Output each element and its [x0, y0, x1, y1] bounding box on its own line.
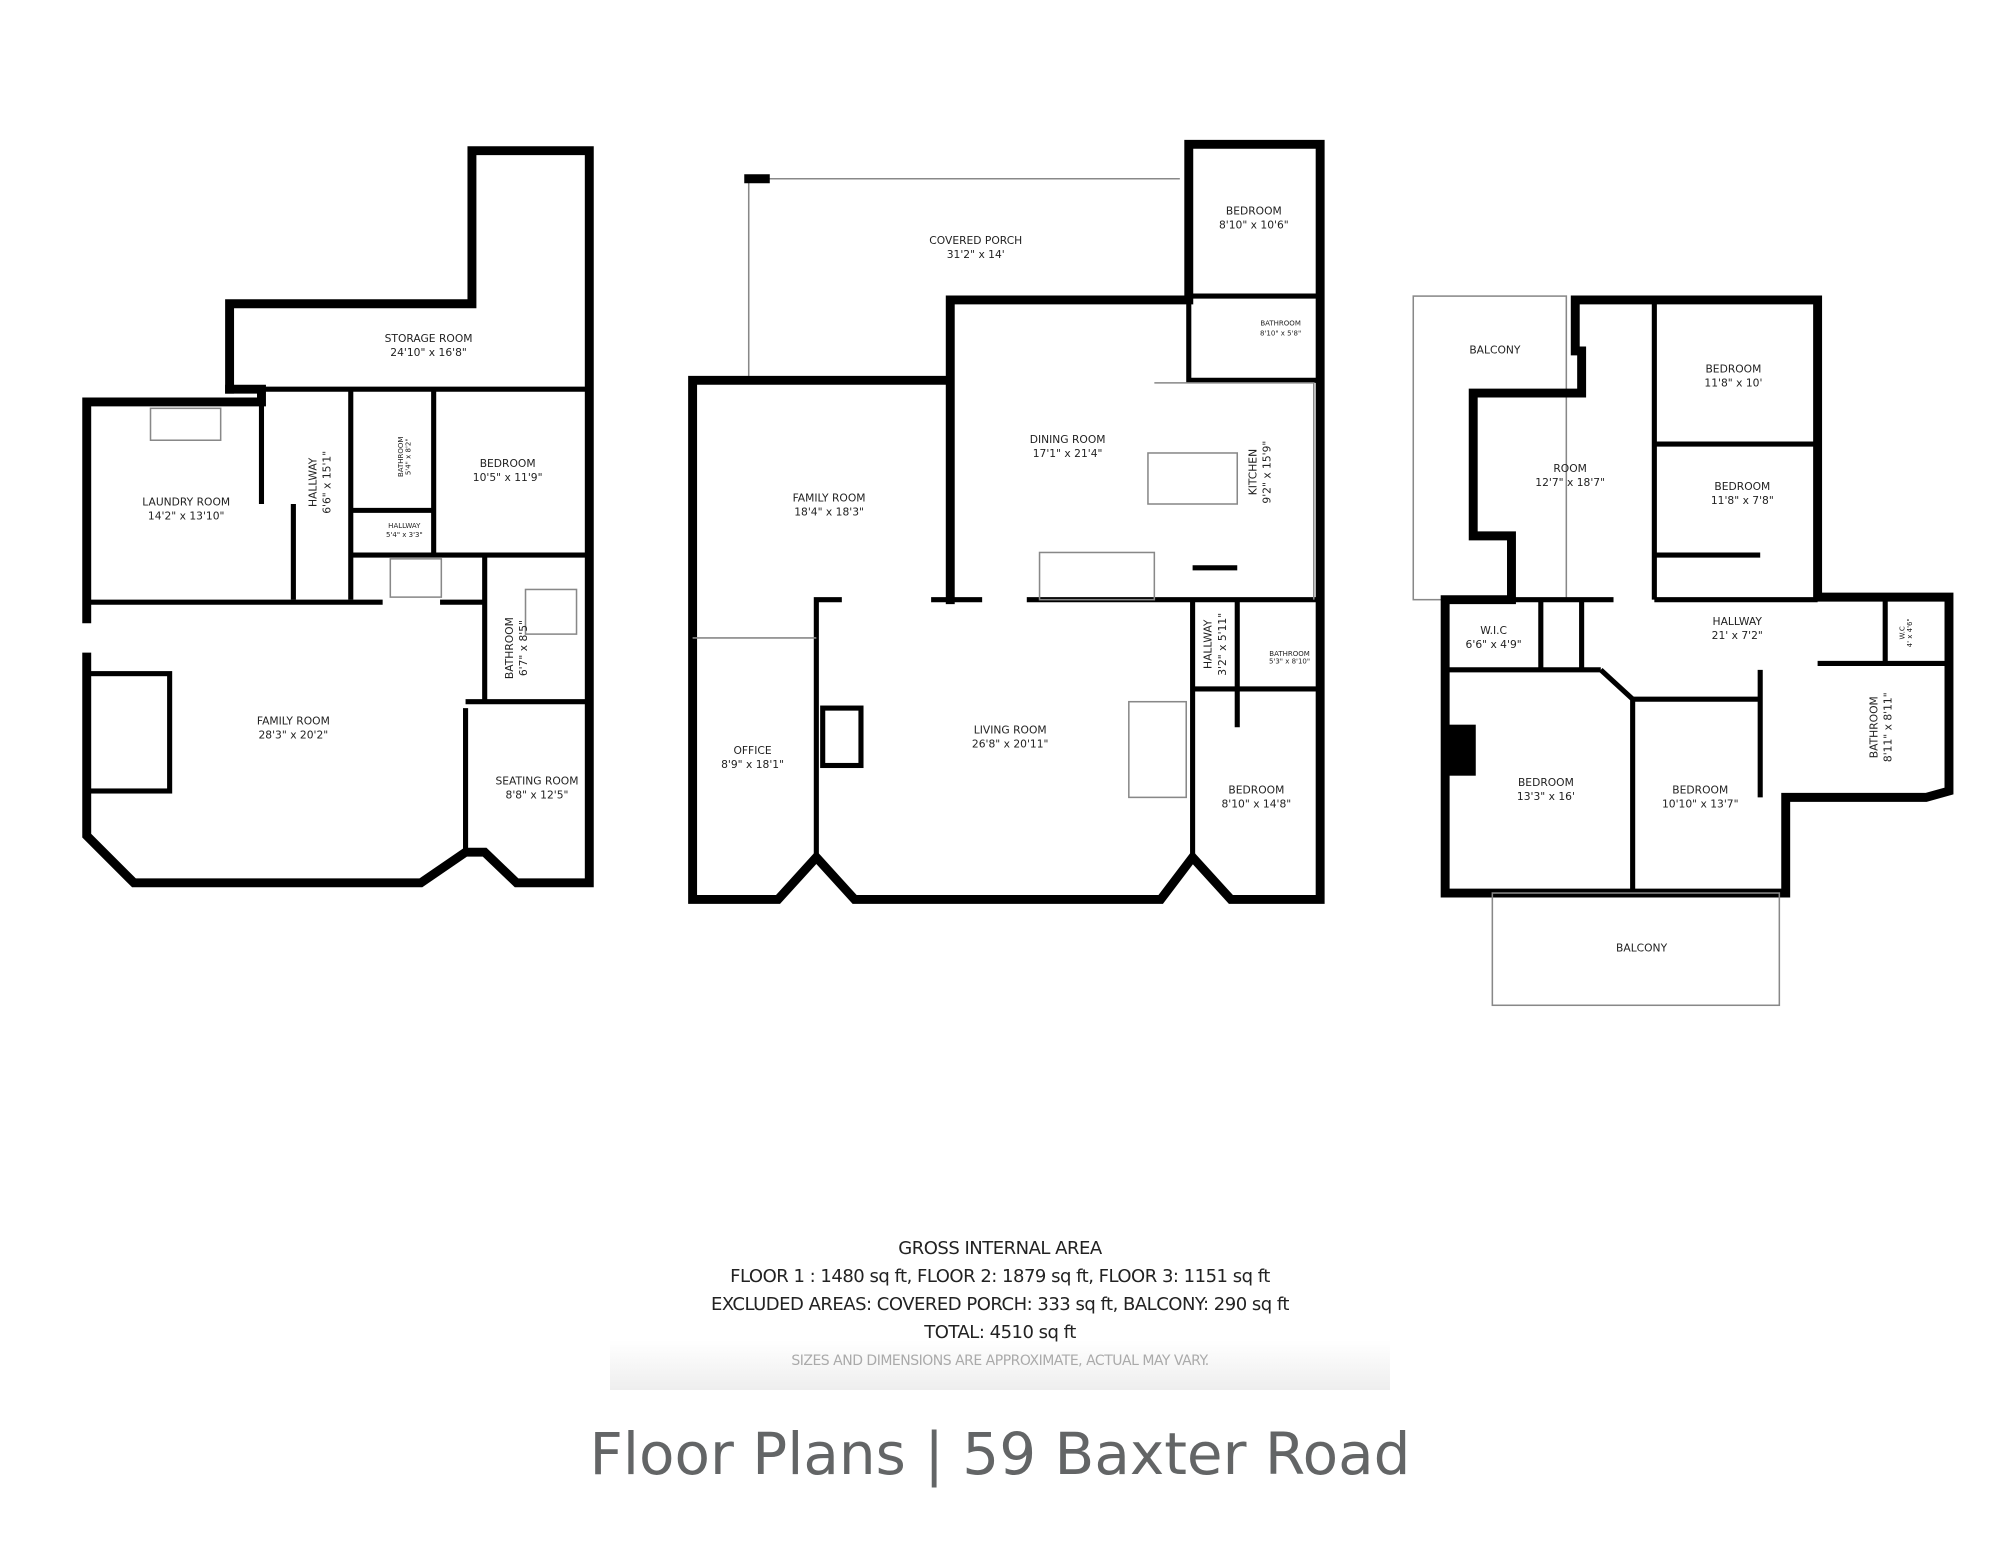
- area-heading: GROSS INTERNAL AREA: [898, 1238, 1102, 1259]
- room-size: 9'2" x 15'9": [1260, 441, 1273, 504]
- room-label: BEDROOM: [1705, 363, 1761, 376]
- room-label: BEDROOM: [1714, 480, 1770, 493]
- room-label: STORAGE ROOM: [385, 332, 473, 345]
- room-label: BEDROOM: [1228, 784, 1284, 797]
- room-size: 10'5" x 11'9": [473, 471, 543, 484]
- room-size: 11'8" x 7'8": [1711, 494, 1774, 507]
- room-label: HALLWAY: [388, 521, 421, 530]
- floor-areas: FLOOR 1 : 1480 sq ft, FLOOR 2: 1879 sq f…: [730, 1266, 1270, 1287]
- room-size: 11'8" x 10': [1704, 377, 1762, 390]
- room-size: 26'8" x 20'11": [972, 738, 1049, 751]
- room-size: 14'2" x 13'10": [148, 509, 225, 522]
- room-label: W.C: [1897, 626, 1906, 639]
- room-label: BATHROOM: [396, 437, 405, 478]
- room-size: 8'9" x 18'1": [721, 758, 784, 771]
- room-label: OFFICE: [733, 744, 771, 757]
- room-label: BEDROOM: [480, 457, 536, 470]
- room-size: 5'4" x 8'2": [404, 438, 413, 475]
- room-size: 8'10" x 5'8": [1260, 329, 1301, 338]
- room-size: 21' x 7'2": [1712, 629, 1763, 642]
- room-size: 4' x 4'6": [1905, 618, 1914, 647]
- room-size: 8'10" x 10'6": [1219, 218, 1289, 231]
- room-size: 6'6" x 4'9": [1466, 638, 1522, 651]
- room-label: COVERED PORCH: [929, 234, 1022, 247]
- room-size: 13'3" x 16': [1517, 790, 1575, 803]
- room-label: LAUNDRY ROOM: [142, 495, 230, 508]
- room-label: LIVING ROOM: [974, 724, 1047, 737]
- room-label: FAMILY ROOM: [257, 715, 330, 728]
- room-size: 28'3" x 20'2": [259, 729, 329, 742]
- floor-3-plan: BALCONY BEDROOM 11'8" x 10' ROOM 12'7" x…: [1412, 295, 1954, 1007]
- page-title: Floor Plans | 59 Baxter Road: [589, 1420, 1411, 1488]
- room-label: DINING ROOM: [1030, 433, 1106, 446]
- excluded-areas: EXCLUDED AREAS: COVERED PORCH: 333 sq ft…: [711, 1294, 1289, 1315]
- room-label: BATHROOM: [1269, 649, 1310, 658]
- room-label: SEATING ROOM: [496, 775, 579, 788]
- room-label: BATHROOM: [1868, 696, 1881, 758]
- room-size: 18'4" x 18'3": [794, 505, 864, 518]
- room-label: BEDROOM: [1226, 204, 1282, 217]
- room-label: BALCONY: [1469, 343, 1521, 356]
- room-size: 5'3" x 8'10": [1269, 656, 1310, 665]
- room-label: KITCHEN: [1246, 449, 1259, 495]
- room-label: BATHROOM: [503, 617, 516, 679]
- room-label: BEDROOM: [1672, 784, 1728, 797]
- total-area: TOTAL: 4510 sq ft: [924, 1322, 1076, 1343]
- room-label: HALLWAY: [1202, 619, 1215, 669]
- room-size: 24'10" x 16'8": [390, 346, 467, 359]
- room-size: 6'7" x 8'5": [517, 620, 530, 676]
- floor-2-plan: COVERED PORCH 31'2" x 14' BEDROOM 8'10" …: [688, 139, 1325, 904]
- area-summary: GROSS INTERNAL AREA FLOOR 1 : 1480 sq ft…: [610, 1225, 1390, 1390]
- room-size: 6'6" x 15'1": [320, 451, 333, 514]
- room-size: 12'7" x 18'7": [1535, 476, 1605, 489]
- room-label: BATHROOM: [1260, 318, 1301, 327]
- room-label: BEDROOM: [1518, 776, 1574, 789]
- room-size: 5'4" x 3'3": [386, 530, 423, 539]
- room-label: HALLWAY: [306, 457, 319, 507]
- room-label: ROOM: [1553, 462, 1587, 475]
- room-size: 8'11" x 8'11": [1882, 692, 1895, 762]
- room-label: BALCONY: [1616, 942, 1668, 955]
- floor-1-plan: STORAGE ROOM 24'10" x 16'8" LAUNDRY ROOM…: [82, 146, 594, 888]
- room-size: 3'2" x 5'11": [1216, 613, 1229, 676]
- room-size: 31'2" x 14': [947, 248, 1005, 261]
- room-size: 17'1" x 21'4": [1033, 447, 1103, 460]
- room-size: 8'10" x 14'8": [1222, 798, 1292, 811]
- room-label: W.I.C: [1480, 624, 1507, 637]
- room-label: FAMILY ROOM: [793, 491, 866, 504]
- disclaimer: SIZES AND DIMENSIONS ARE APPROXIMATE, AC…: [791, 1353, 1209, 1369]
- room-size: 10'10" x 13'7": [1662, 798, 1739, 811]
- room-size: 8'8" x 12'5": [506, 789, 569, 802]
- room-label: HALLWAY: [1713, 615, 1763, 628]
